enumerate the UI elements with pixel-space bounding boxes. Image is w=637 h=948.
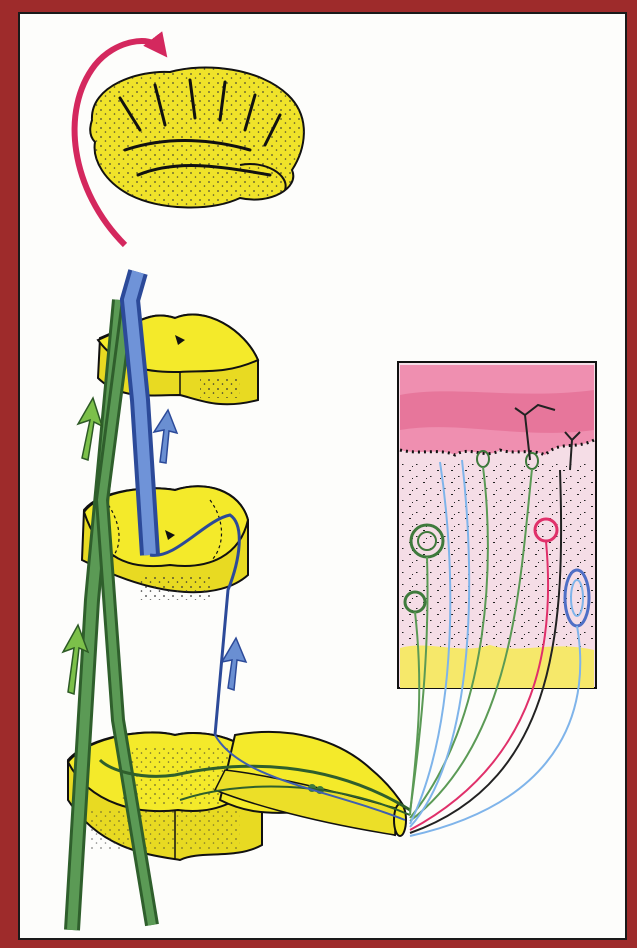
- brain: [90, 67, 304, 207]
